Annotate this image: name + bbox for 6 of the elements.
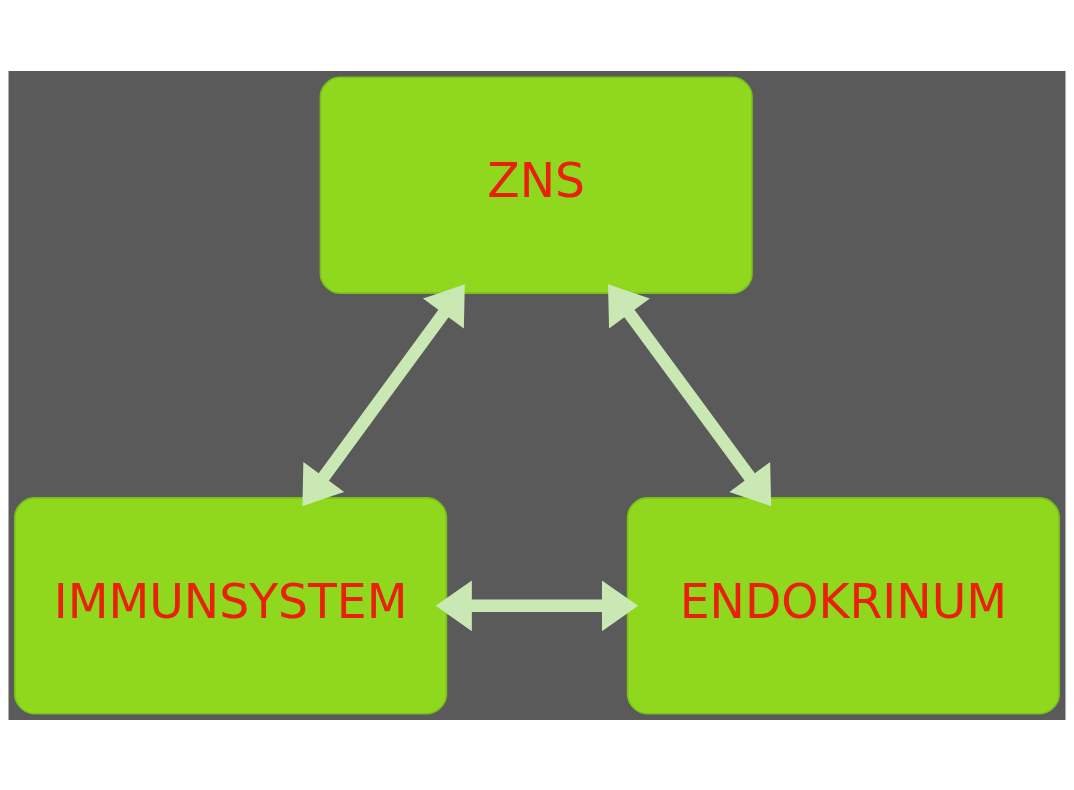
arrow — [435, 579, 639, 631]
arrow — [608, 283, 772, 506]
arrow — [302, 283, 465, 506]
node-box: ZNS — [319, 76, 753, 294]
node-box: IMMUNSYSTEM — [14, 496, 448, 714]
node-box: ENDOKRINUM — [626, 496, 1060, 714]
